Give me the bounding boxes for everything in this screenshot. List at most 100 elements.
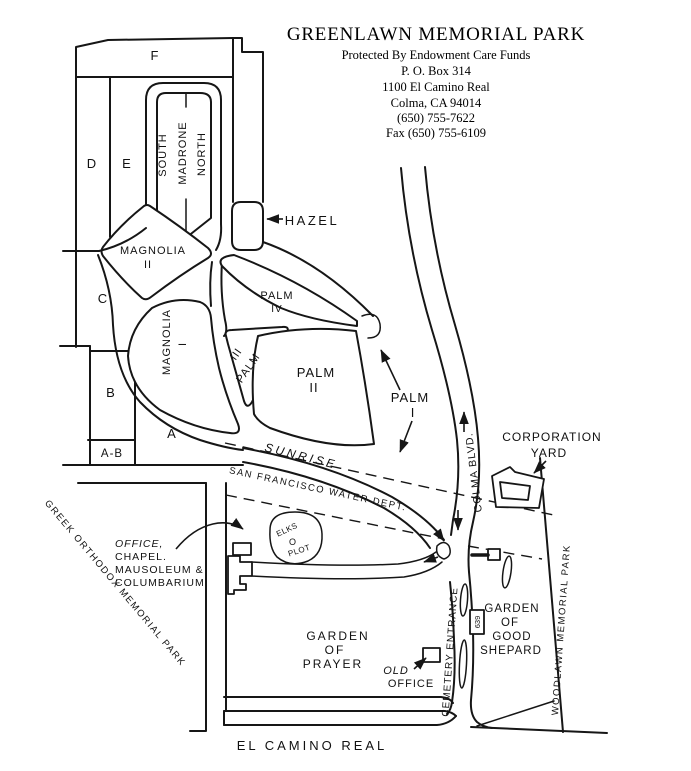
madrone-loop-outer-road [145,82,222,231]
office-complex-line-4: COLUMBARIUM [115,577,205,589]
section-a-label: A [167,426,177,441]
section-boundaries [59,37,608,734]
el-camino-south-edge [223,715,457,726]
gate-house [487,548,501,561]
header-line-street: 1100 El Camino Real [382,80,490,94]
section-b-label: B [106,385,116,400]
woodlawn-boundary-line [539,457,564,733]
palm2-island [251,327,375,447]
west-property-line [189,482,207,732]
palm-access-road-west-edge [209,261,213,307]
south-madrone-label: SOUTH [157,133,169,177]
section-f-label: F [151,48,160,63]
sunrise-road-north-edge [242,447,445,541]
corporation-yard-label-1: CORPORATION [502,430,601,444]
buildings [227,466,545,663]
good-shepard-line-4: SHEPARD [480,645,542,657]
office-complex-line-2: CHAPEL. [115,551,167,563]
old-office-arrow [413,657,427,670]
palm1-arrow-south [399,420,413,453]
header-line-pobox: P. O. Box 314 [401,64,472,78]
office-complex-line-1: OFFICE, [115,538,163,550]
magnolia2-numeral: II [144,259,152,271]
garden-prayer-line-3: PRAYER [303,657,363,671]
entrance-median-oval-upper [459,583,469,617]
good-shepard-line-3: GOOD [492,631,531,643]
road-network [97,82,513,729]
colma-blvd-west-edge-upper [400,167,460,536]
corporation-yard-building-inner [499,481,531,501]
park-title: GREENLAWN MEMORIAL PARK [287,24,585,45]
colma-blvd-label: COLMA BLVD. [463,432,485,513]
magnolia1-label: MAGNOLIA [161,309,173,375]
hazel-road-north-edge [262,241,374,317]
old-office-line-1: OLD [383,665,409,677]
northwest-boundary [75,37,234,348]
garden-prayer-bottom-line [223,696,454,704]
palm1-label: PALM [391,390,429,405]
corporation-yard-arrow [533,460,547,474]
gate-number-box [469,609,485,635]
junction-island [435,541,451,560]
hazel-road-stub [231,201,264,251]
office-complex-arrow [175,518,244,550]
office-small-building [232,542,252,556]
sunrise-road-south-edge [242,461,431,549]
magnolia2-east-road-edge [215,223,223,251]
corporation-yard-label-2: YARD [531,446,567,460]
water-dept-dashed-line-lower [225,494,445,540]
magnolia1-outer-road-edge [97,254,244,451]
old-office-building [422,647,441,663]
section-b-outline [87,345,136,466]
magnolia1-island [127,299,240,435]
section-e-label: E [122,156,132,171]
header-line-phone: (650) 755-7622 [397,111,475,125]
palm3-numeral: III [228,346,245,363]
junction-west-arrow [423,553,439,563]
water-dept-label: SAN FRANCISCO WATER DEPT. [228,465,407,513]
section-ab-label: A-B [101,448,123,460]
road-kink-hook [361,313,381,339]
magnolia1-numeral: I [177,342,189,346]
palm4-label: PALM [260,290,293,302]
section-c-label: C [98,291,108,306]
water-dept-dashed-line-east [467,545,543,560]
garden-prayer-line-1: GARDEN [306,629,369,643]
palm2-numeral: II [309,380,318,395]
palm1-arrow-north [380,349,401,391]
header-line-city: Colma, CA 94014 [391,96,482,110]
good-shepard-bottom-line [476,700,555,727]
colma-blvd-east-edge [424,166,493,729]
mausoleum-building [227,555,253,595]
sunrise-road-label: SUNRISE [263,440,339,472]
gate-number-label: 639 [473,616,482,629]
office-complex-line-3: MAUSOLEUM & [115,564,204,576]
good-shepard-line-1: GARDEN [484,603,539,615]
header-line-endowment: Protected By Endowment Care Funds [342,48,531,62]
palm4-island [219,254,358,327]
palm1-numeral: I [411,405,416,420]
southeast-boundary-line [470,726,608,734]
old-office-line-2: OFFICE [388,678,434,690]
section-d-label: D [87,156,97,171]
madrone-island [156,92,212,238]
el-camino-north-edge [223,710,457,717]
colma-blvd-west-edge-lower [446,581,456,715]
office-road-south-edge [251,561,443,580]
elks-plot-outline [269,511,323,565]
hazel-road-label: HAZEL [285,213,339,228]
arrows [175,214,547,670]
shepard-hedge-oval [501,555,513,589]
garden-prayer-line-2: OF [325,643,346,657]
hazel-corridor-east-line [232,37,264,203]
header-block: GREENLAWN MEMORIAL PARK Protected By End… [287,24,585,140]
north-madrone-label: NORTH [196,132,208,176]
cemetery-entrance-label: CEMETERY ENTRANCE [440,587,460,717]
entrance-median-oval-lower [458,639,468,689]
junction-southeast-arrow [433,528,445,542]
good-shepard-line-2: OF [501,617,519,629]
el-camino-real-label: EL CAMINO REAL [237,738,388,753]
magnolia2-label: MAGNOLIA [120,245,186,257]
